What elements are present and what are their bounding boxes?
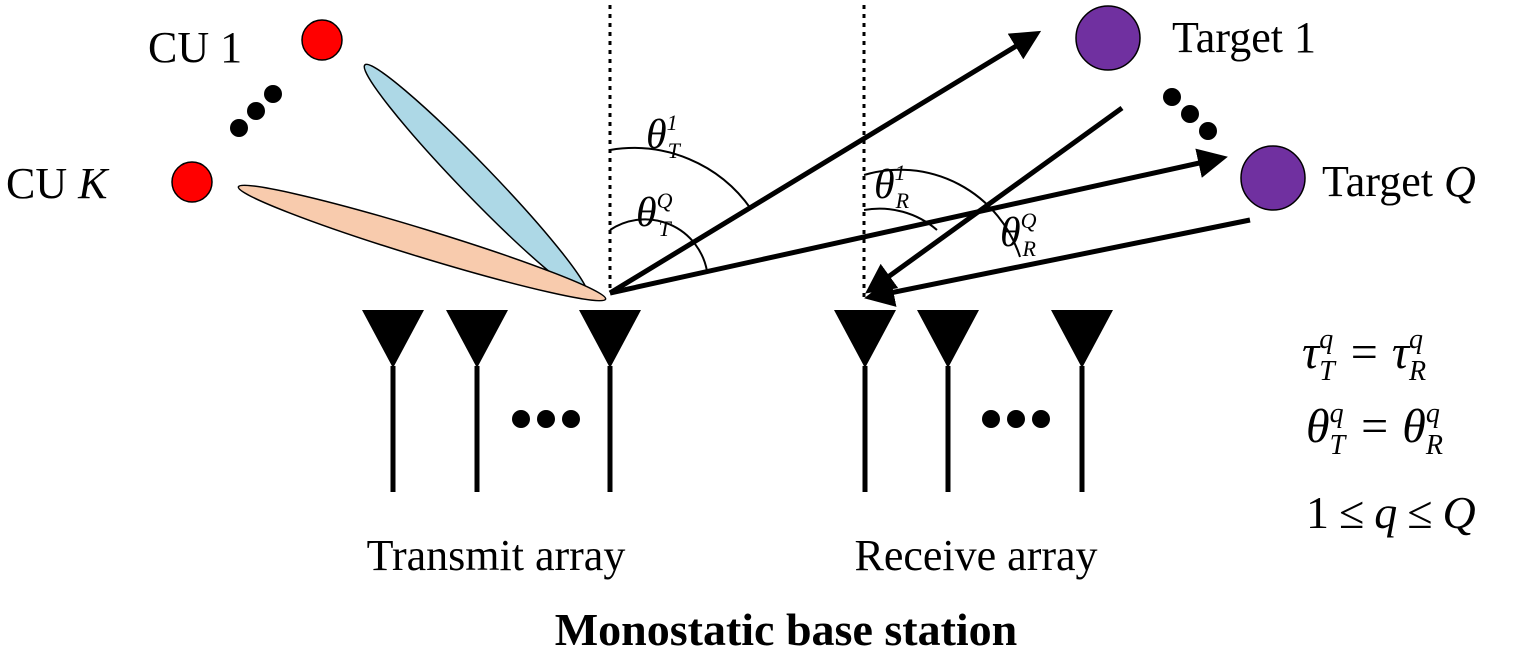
rx-antenna-ellipsis — [982, 410, 1050, 428]
eq-range: 1≤q≤Q — [1306, 487, 1476, 538]
antenna-rx-1 — [834, 310, 896, 492]
base-station-title: Monostatic base station — [555, 604, 1018, 655]
target-q-label: Target Q — [1322, 157, 1476, 206]
transmit-array-label: Transmit array — [367, 531, 626, 580]
receive-antenna-array — [834, 310, 1113, 492]
tx-arrow-target-1 — [608, 30, 1042, 296]
cu-k-node — [171, 161, 213, 203]
tx-antenna-ellipsis — [512, 410, 580, 428]
cu-1-label: CU 1 — [148, 23, 242, 72]
target-q-node — [1240, 145, 1306, 211]
arc-theta-t-q — [609, 218, 708, 272]
antenna-tx-2 — [446, 310, 508, 492]
arc-theta-t-1 — [609, 147, 752, 210]
cu-ellipsis-dots — [230, 85, 282, 137]
target-1-node — [1075, 5, 1141, 71]
rx-arrow-target-q — [864, 217, 1251, 307]
cu-k-label: CU K — [6, 159, 110, 208]
target-1-label: Target 1 — [1172, 13, 1316, 62]
receive-array-label: Receive array — [854, 531, 1097, 580]
antenna-tx-1 — [362, 310, 424, 492]
cu-1-node — [301, 19, 343, 61]
rx-arrow-target-1 — [865, 105, 1124, 294]
tx-arrow-target-q — [609, 148, 1228, 296]
arc-theta-r-q — [863, 168, 1021, 258]
beam-cu-k — [237, 184, 607, 302]
antenna-rx-2 — [917, 310, 979, 492]
arc-theta-r-1 — [863, 207, 938, 231]
transmit-antenna-array — [362, 310, 641, 492]
target-ellipsis-dots — [1163, 88, 1217, 140]
antenna-rx-n — [1051, 310, 1113, 492]
antenna-tx-n — [579, 310, 641, 492]
